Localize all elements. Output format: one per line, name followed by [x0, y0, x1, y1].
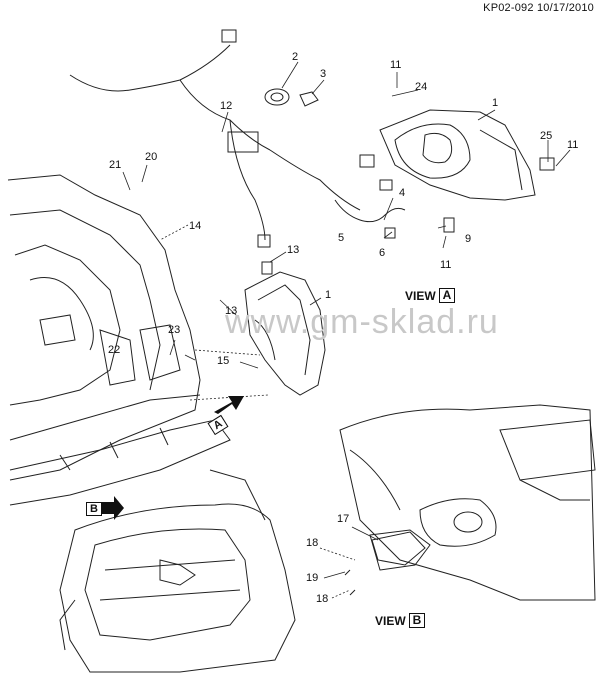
callout-20: 20 [145, 151, 158, 163]
callout-14: 14 [189, 220, 202, 232]
callout-1: 1 [492, 97, 499, 109]
callout-25: 25 [540, 130, 553, 142]
callout-11: 11 [390, 59, 402, 71]
headlamp-upper [359, 109, 555, 233]
callout-17: 17 [337, 513, 350, 525]
callout-23: 23 [168, 324, 181, 336]
callout-13: 13 [225, 305, 238, 317]
callout-24: 24 [415, 81, 428, 93]
callout-18: 18 [306, 537, 319, 549]
callout-18: 18 [316, 593, 329, 605]
view-b-marker-letter: B [86, 502, 102, 516]
view-a-letter: A [438, 288, 456, 303]
headlamp-lower [244, 261, 326, 396]
callout-2: 2 [292, 51, 299, 63]
callout-22: 22 [108, 344, 121, 356]
view-b-letter: B [408, 613, 426, 628]
bracket-view-b [344, 531, 426, 596]
wiring-harness [69, 29, 361, 248]
view-arrow-a [214, 396, 244, 414]
leader-lines [122, 61, 571, 401]
callout-5: 5 [338, 232, 345, 244]
callout-1: 1 [325, 289, 332, 301]
view-a-label: VIEW A [405, 288, 456, 303]
callout-11: 11 [567, 139, 579, 151]
view-b-marker: B [86, 502, 102, 516]
view-b-label: VIEW B [375, 613, 426, 628]
bulb-sockets [264, 88, 319, 107]
callout-4: 4 [399, 187, 406, 199]
callout-15: 15 [217, 355, 230, 367]
callout-6: 6 [379, 247, 386, 259]
leader-lines-b [319, 526, 379, 599]
rear-fascia [339, 404, 596, 601]
watermark: www.gm-sklad.ru [225, 303, 499, 341]
view-arrow-b [102, 496, 124, 520]
callout-11: 11 [440, 259, 452, 271]
callout-9: 9 [465, 233, 472, 245]
view-a-text: VIEW [405, 288, 436, 303]
callout-3: 3 [320, 68, 327, 80]
callout-19: 19 [306, 572, 319, 584]
harness-lower [334, 179, 406, 239]
callout-12: 12 [220, 100, 233, 112]
diagram-code: KP02-092 10/17/2010 [483, 2, 594, 14]
callout-21: 21 [109, 159, 122, 171]
callout-13: 13 [287, 244, 300, 256]
front-fascia [59, 469, 296, 673]
view-b-text: VIEW [375, 613, 406, 628]
